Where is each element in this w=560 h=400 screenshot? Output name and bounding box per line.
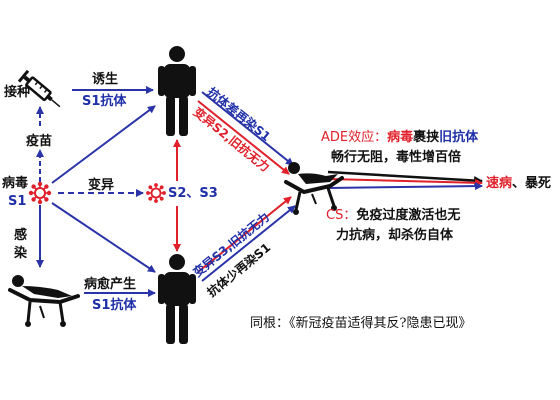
infect-label-2: 染 <box>14 246 28 261</box>
induce-label: 诱生 <box>92 72 119 87</box>
arrow-bed-to-fast-disease-blue <box>327 182 483 191</box>
arrow-virus-to-person-bottom <box>51 202 156 273</box>
ade-wrap-word: 裹挟 <box>413 130 440 145</box>
s1-antibody-top-label: S1抗体 <box>82 94 127 109</box>
arrows <box>36 86 483 297</box>
arrow-bed-to-fast-disease-red <box>327 178 483 187</box>
ade-virus-word: 病毒 <box>387 130 414 145</box>
syringe-icon <box>17 69 61 108</box>
s1-antibody-bottom-label: S1抗体 <box>92 298 137 313</box>
arrow-bottom-blue-to-bed <box>201 205 296 282</box>
virus-icon <box>28 181 52 205</box>
recovery-label: 病愈产生 <box>84 277 137 292</box>
infect-label-1: 感 <box>14 228 28 243</box>
s2-s3-label: S2、S3 <box>168 186 218 201</box>
cs-line-1-text: 免疫过度激活也无 <box>356 208 461 223</box>
ade-line-2: 畅行无阻，毒性增百倍 <box>331 150 462 165</box>
patient-lying-icon <box>8 275 80 327</box>
arrow-top-blue-to-bed <box>201 91 294 166</box>
ade-line-1: ADE效应：病毒裹挟旧抗体 <box>321 130 478 146</box>
virus-label: 病毒 <box>2 176 29 191</box>
hospital-bed-icon <box>284 162 344 215</box>
virus-icon <box>146 183 166 203</box>
ade-old-antibody: 旧抗体 <box>439 130 479 145</box>
arrow-top-red-to-bed <box>197 100 290 175</box>
cs-line-1: CS：免疫过度激活也无 <box>326 208 460 224</box>
cs-prefix: CS： <box>326 208 357 223</box>
fast-disease-label: 速病 <box>486 176 513 191</box>
death-label: 、暴死 <box>512 176 552 191</box>
mutate-label: 变异 <box>88 178 115 193</box>
person-icon <box>158 46 196 136</box>
vaccinate-label: 接种 <box>4 85 31 100</box>
arrow-virus-to-person-top <box>51 105 156 184</box>
ade-prefix: ADE效应： <box>321 130 388 145</box>
arrow-bottom-red-to-bed <box>197 196 292 273</box>
person-icon <box>158 254 196 344</box>
cs-line-2: 力抗病，却杀伤自体 <box>336 228 454 243</box>
arrow-bed-to-fast-disease <box>327 170 483 186</box>
virus-s1-label: S1 <box>8 194 27 209</box>
vaccine-label: 疫苗 <box>26 134 53 149</box>
outcome-label: 速病、暴死 <box>486 176 551 192</box>
source-citation: 同根：《新冠疫苗适得其反?隐患已现》 <box>250 316 472 331</box>
